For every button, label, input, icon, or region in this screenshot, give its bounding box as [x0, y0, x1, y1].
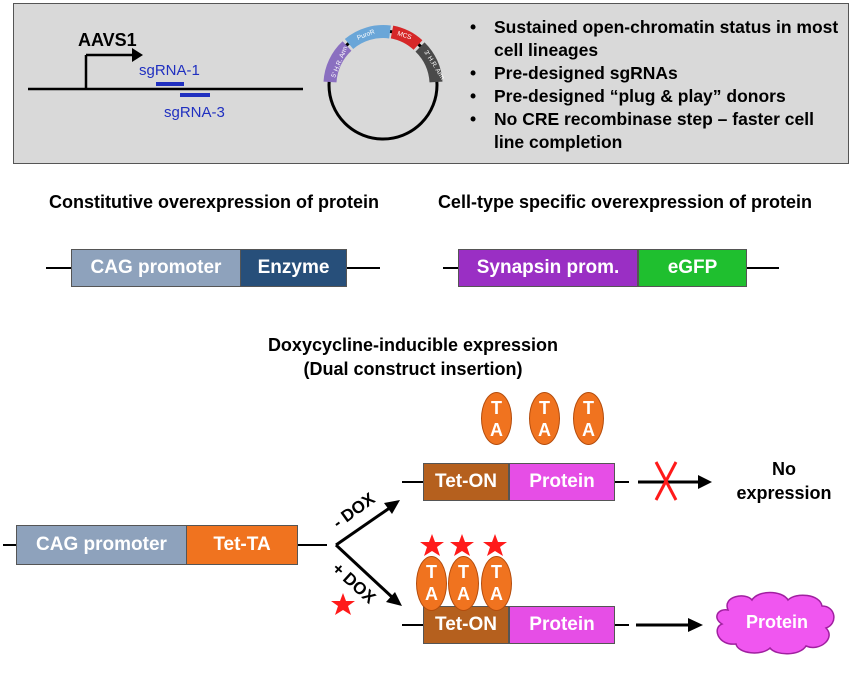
plus-dox-arrow: [334, 543, 402, 606]
benefit-item: No CRE recombinase step – faster cell li…: [468, 108, 848, 154]
benefit-item: Sustained open-chromatin status in most …: [468, 16, 848, 62]
dox-star-2: [450, 534, 474, 556]
plasmid-puror: [344, 25, 391, 50]
constitutive-title: Constitutive overexpression of protein: [48, 192, 380, 212]
plasmid-3-arm: [415, 42, 443, 83]
minus-dox-label: - DOX: [329, 489, 379, 533]
cag-promoter-block: CAG promoter: [16, 525, 187, 565]
aavs1-label: AAVS1: [78, 30, 137, 50]
inducible-title-line1: Doxycycline-inducible expression: [267, 335, 559, 355]
blocked-expression-arrow: [638, 461, 712, 501]
donor-plasmid: 5' H.R. Arm PuroR MCS 3' H.R. Arm: [323, 25, 446, 141]
benefits-list: Sustained open-chromatin status in most …: [468, 16, 848, 154]
protein-cloud: [716, 591, 835, 655]
synapsin-promoter-block: Synapsin prom.: [458, 249, 638, 287]
dox-star-3: [483, 534, 507, 556]
plus-dox-label: + DOX: [328, 559, 379, 608]
plasmid-5-arm: [323, 41, 352, 83]
tss-arrow: [84, 48, 143, 89]
enzyme-block: Enzyme: [240, 249, 347, 287]
dox-stars: [331, 534, 507, 615]
inducible-title-line2: (Dual construct insertion): [303, 359, 523, 379]
protein-gene-block: Protein: [509, 463, 615, 501]
egfp-block: eGFP: [638, 249, 747, 287]
no-expression-label: No expression: [736, 459, 832, 503]
sgrna-1-label: sgRNA-1: [139, 62, 200, 79]
output-protein-label: Protein: [745, 612, 808, 632]
tet-on-block: Tet-ON: [423, 606, 509, 644]
sgrna-3-label: sgRNA-3: [164, 104, 225, 121]
protein-gene-block: Protein: [509, 606, 615, 644]
cell-specific-title: Cell-type specific overexpression of pro…: [437, 192, 813, 212]
tet-on-block: Tet-ON: [423, 463, 509, 501]
benefit-item: Pre-designed sgRNAs: [468, 62, 848, 85]
dox-star-1: [420, 534, 444, 556]
benefit-item: Pre-designed “plug & play” donors: [468, 85, 848, 108]
cag-promoter-block: CAG promoter: [71, 249, 241, 287]
tet-ta-block: Tet-TA: [186, 525, 298, 565]
dox-star-free: [331, 593, 355, 615]
minus-dox-arrow: [335, 500, 400, 547]
plasmid-label-mcs: MCS: [396, 30, 413, 41]
expression-arrow: [636, 618, 703, 632]
plasmid-mcs: [390, 25, 423, 51]
